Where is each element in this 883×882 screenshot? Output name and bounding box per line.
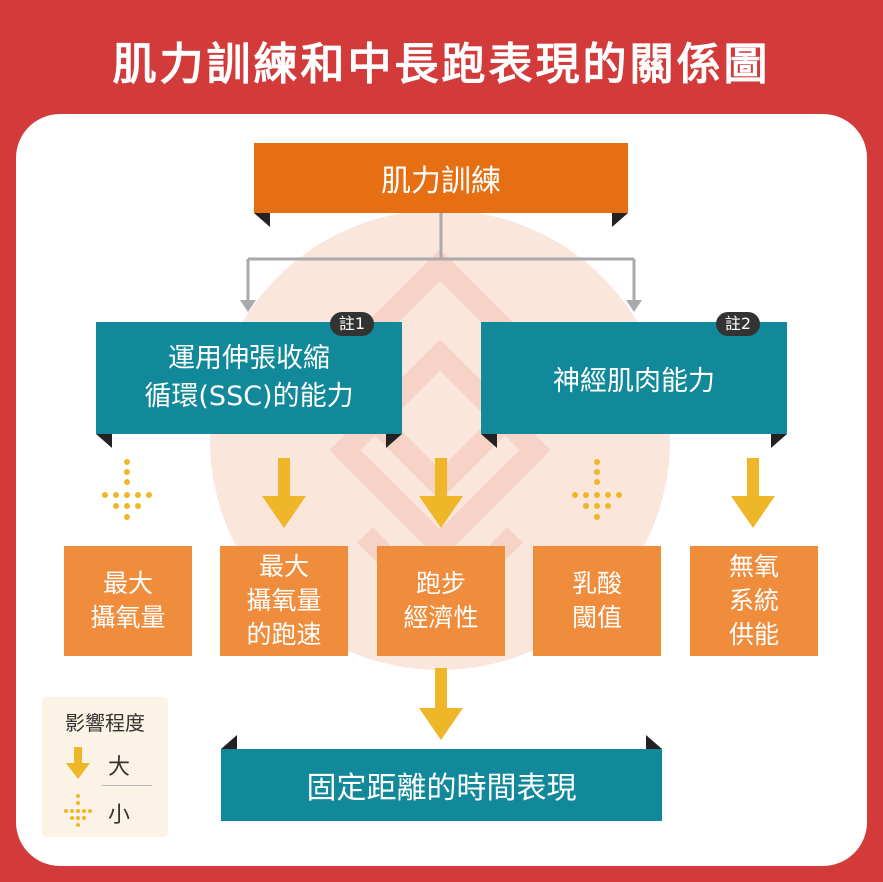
legend-divider <box>102 785 152 786</box>
factor-line: 跑步 <box>415 569 466 598</box>
note-2-badge: 註2 <box>716 312 760 336</box>
factor-running-economy: 跑步 經濟性 <box>377 546 505 656</box>
factor-line: 乳酸 <box>571 569 622 598</box>
small-influence-arrow-icon <box>572 459 622 520</box>
neural-node-folds <box>481 434 787 448</box>
time-performance-label: 固定距離的時間表現 <box>306 771 577 806</box>
factor-line: 的跑速 <box>246 620 322 649</box>
ssc-node-folds <box>96 434 402 448</box>
factor-line: 攝氧量 <box>90 603 166 632</box>
factor-vvo2max: 最大 攝氧量 的跑速 <box>220 546 348 656</box>
factor-vo2max: 最大 攝氧量 <box>64 546 192 656</box>
legend-small-arrow-icon <box>64 794 92 827</box>
note-1-badge: 註1 <box>330 312 374 336</box>
small-influence-arrow-icon <box>102 459 152 520</box>
legend-small-label: 小 <box>108 803 131 828</box>
factor-line: 攝氧量 <box>246 586 322 615</box>
strength-training-label: 肌力訓練 <box>381 164 501 199</box>
factor-line: 最大 <box>258 552 309 581</box>
time-performance-node: 固定距離的時間表現 <box>221 749 662 821</box>
large-influence-arrow-icon <box>419 458 463 528</box>
neuromuscular-ability-node: 神經肌肉能力 <box>481 322 787 434</box>
factor-line: 系統 <box>728 586 779 615</box>
large-influence-arrow-icon <box>262 458 306 528</box>
influence-legend: 影響程度 大 小 <box>42 697 168 837</box>
legend-large-arrow-icon <box>66 747 90 779</box>
legend-title: 影響程度 <box>65 711 145 735</box>
ssc-label-line1: 運用伸張收縮 <box>167 343 330 374</box>
neuromuscular-label: 神經肌肉能力 <box>553 365 715 397</box>
legend-large-label: 大 <box>108 755 131 780</box>
page-title: 肌力訓練和中長跑表現的關係圖 <box>112 39 771 90</box>
large-influence-arrow-icon <box>731 458 775 528</box>
factor-line: 經濟性 <box>403 603 479 632</box>
final-node-folds <box>221 735 662 749</box>
factor-line: 無氧 <box>728 552 779 581</box>
top-node-folds <box>254 213 628 227</box>
factor-line: 閾值 <box>571 603 622 632</box>
factor-line: 最大 <box>102 569 153 598</box>
ssc-ability-node: 運用伸張收縮 循環(SSC)的能力 <box>96 322 402 434</box>
factor-anaerobic-energy: 無氧 系統 供能 <box>690 546 818 656</box>
factor-lactate-threshold: 乳酸 閾值 <box>533 546 661 656</box>
factor-line: 供能 <box>728 620 779 649</box>
large-influence-arrow-icon <box>419 668 463 740</box>
strength-training-node: 肌力訓練 <box>254 143 628 213</box>
ssc-label-line2: 循環(SSC)的能力 <box>144 381 354 412</box>
